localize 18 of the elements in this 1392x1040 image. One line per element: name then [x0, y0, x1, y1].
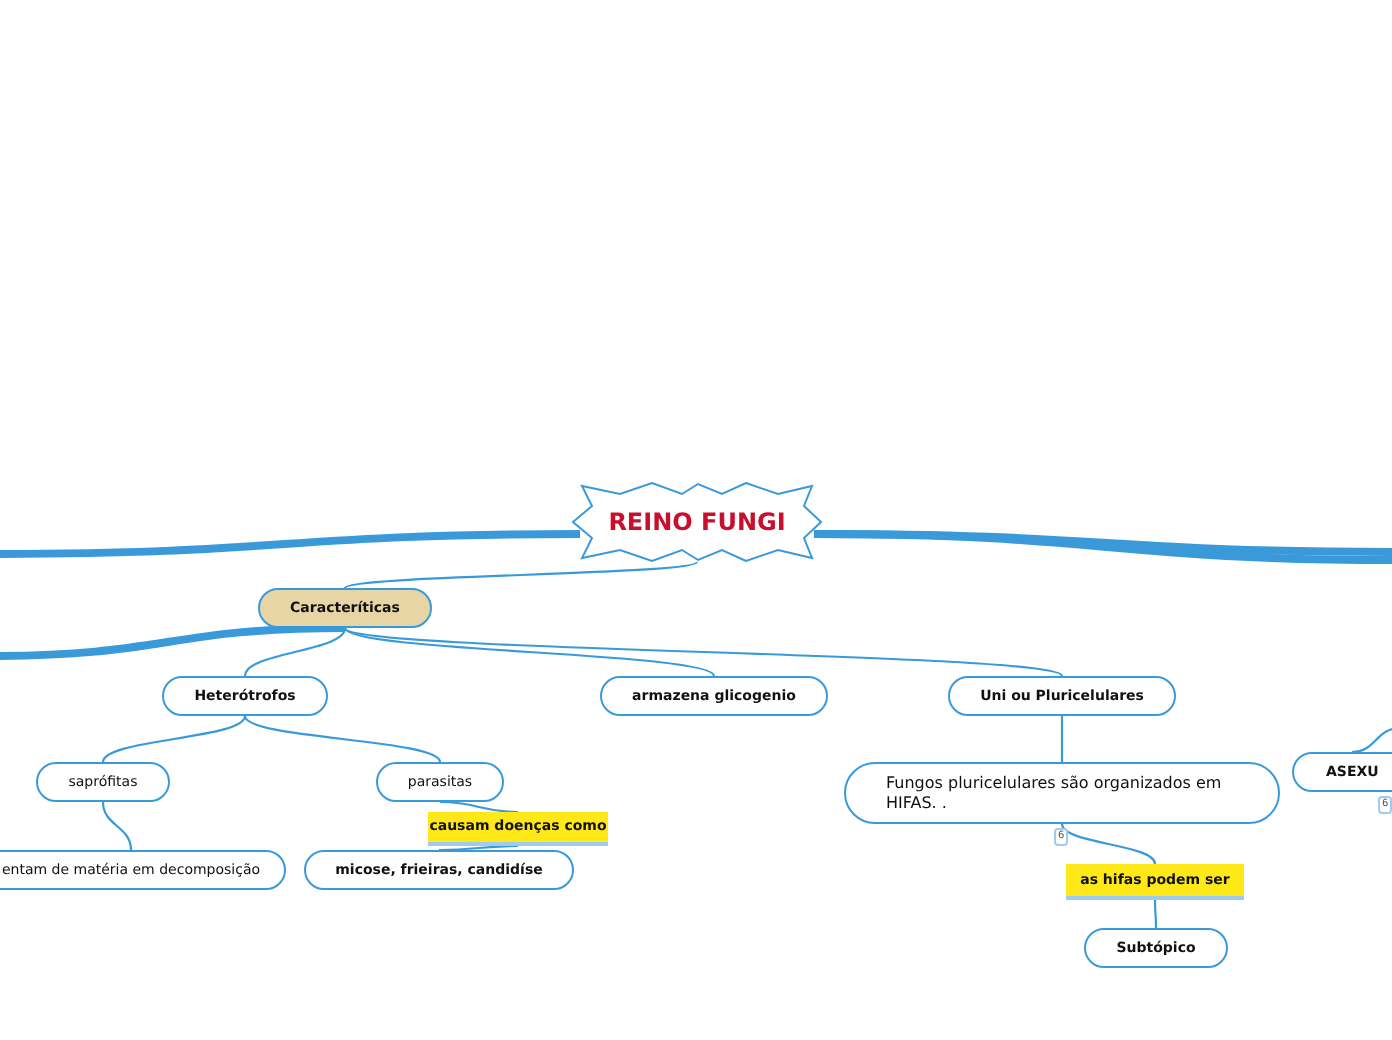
starburst-shape: REINO FUNGI	[572, 482, 822, 562]
connector-line	[0, 530, 581, 558]
connector-line	[439, 844, 518, 852]
connector-line	[101, 801, 133, 851]
connector-line	[344, 561, 698, 589]
connector-line	[1351, 726, 1392, 754]
connector-line	[0, 624, 346, 660]
connector-line	[243, 627, 347, 677]
connector-line	[344, 626, 1063, 678]
connector-line	[1060, 716, 1064, 762]
connector-line	[813, 530, 1392, 564]
connector-line	[1060, 823, 1157, 865]
connector-line	[344, 627, 715, 677]
connector-line	[102, 715, 246, 763]
connector-line	[439, 800, 519, 814]
connector-line	[244, 715, 441, 763]
topic-box: Fungos pluricelulares são organizados em HIFAS. .	[844, 762, 1280, 824]
connector-line	[1153, 900, 1158, 928]
